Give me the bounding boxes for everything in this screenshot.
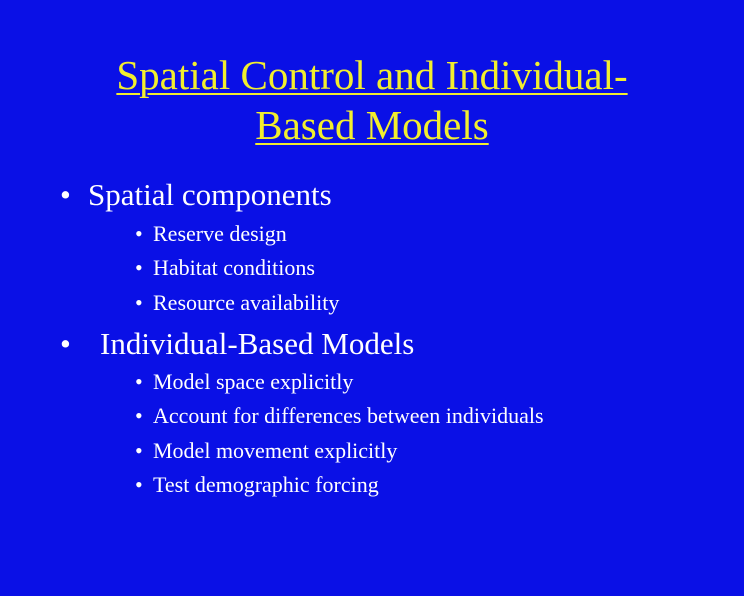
bullet-icon: • [60,326,71,361]
bullet-icon: • [135,221,143,246]
list-item-label: Account for differences between individu… [153,403,544,428]
list-item: • Test demographic forcing [135,472,379,498]
section-heading-spatial-components: • Spatial components [60,177,332,213]
list-item: • Account for differences between individ… [135,403,544,429]
section-heading-label: Spatial components [88,177,332,212]
list-item-label: Test demographic forcing [153,472,379,497]
list-item: • Model movement explicitly [135,438,397,464]
section-heading-label: Individual-Based Models [100,326,415,361]
bullet-icon: • [135,438,143,463]
bullet-icon: • [60,177,71,212]
list-item-label: Habitat conditions [153,255,315,280]
bullet-icon: • [135,369,143,394]
slide-title-line-2: Based Models [255,102,489,148]
list-item-label: Model movement explicitly [153,438,398,463]
bullet-icon: • [135,472,143,497]
list-item-label: Reserve design [153,221,287,246]
list-item: • Habitat conditions [135,255,315,281]
bullet-icon: • [135,403,143,428]
list-item: • Reserve design [135,221,287,247]
section-heading-individual-based-models: • Individual-Based Models [60,326,414,362]
slide-title: Spatial Control and Individual- Based Mo… [0,50,744,150]
list-item: • Model space explicitly [135,369,353,395]
bullet-icon: • [135,255,143,280]
list-item: • Resource availability [135,290,339,316]
bullet-icon: • [135,290,143,315]
list-item-label: Model space explicitly [153,369,354,394]
list-item-label: Resource availability [153,290,340,315]
slide-title-line-1: Spatial Control and Individual- [116,52,628,98]
